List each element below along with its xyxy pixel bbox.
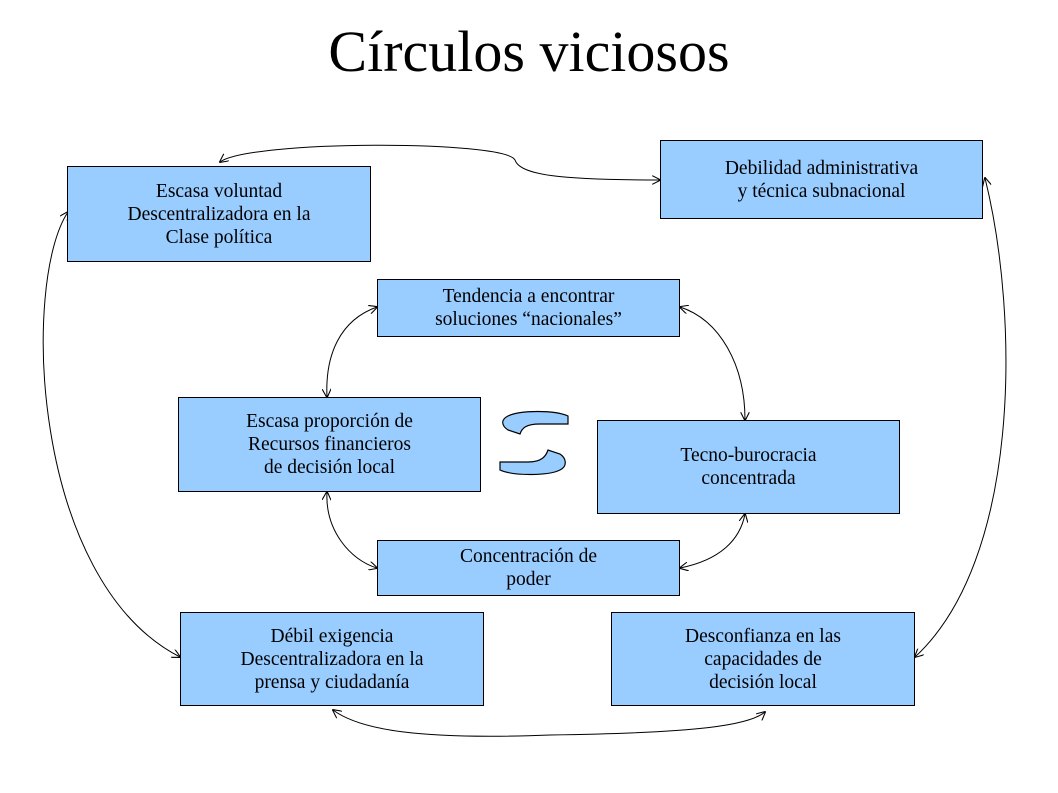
box-line: Recursos financieros [248,434,411,455]
box-line: Desconfianza en las [685,625,841,647]
box-line: poder [506,569,551,590]
box-line: decisión local [709,671,817,693]
box-line: y técnica subnacional [737,180,906,202]
box-line: Descentralizadora en la [240,648,424,670]
box-escasa-proporcion-recursos: Escasa proporción de Recursos financiero… [178,397,481,492]
box-concentracion-poder: Concentración de poder [377,540,680,596]
box-line: Débil exigencia [270,625,394,647]
arrow-left-loop [42,212,180,657]
arrow-debilidad-to-voluntad [220,144,660,180]
arrow-recursos-poder [327,492,377,568]
box-line: soluciones “nacionales” [435,309,622,330]
arrow-tecno-poder [680,514,745,568]
box-line: prensa y ciudadanía [254,671,410,693]
box-tendencia-soluciones: Tendencia a encontrar soluciones “nacion… [377,279,680,337]
box-debilidad-administrativa: Debilidad administrativa y técnica subna… [660,140,983,219]
box-desconfianza: Desconfianza en las capacidades de decis… [611,612,915,706]
arrow-tendencia-tecno [680,307,745,420]
box-line: Concentración de [460,546,597,567]
box-line: concentrada [701,468,796,489]
box-escasa-voluntad: Escasa voluntad Descentralizadora en la … [67,166,371,262]
box-line: Escasa proporción de [246,411,413,432]
box-line: Escasa voluntad [155,180,283,202]
page-title: Círculos viciosos [328,19,730,84]
box-line: capacidades de [704,648,822,670]
box-line: de decisión local [263,457,396,478]
arrow-bottom-loop [333,710,765,737]
box-line: Tendencia a encontrar [442,286,615,307]
box-line: Clase política [165,226,273,248]
box-line: Debilidad administrativa [724,157,919,179]
arrow-right-loop [915,178,1007,657]
box-line: Descentralizadora en la [127,203,311,225]
box-line: Tecno-burocracia [680,445,817,466]
circular-arrows-icon [499,410,569,476]
box-tecno-burocracia: Tecno-burocracia concentrada [597,420,900,514]
arrow-tendencia-recursos [327,307,377,397]
box-debil-exigencia: Débil exigencia Descentralizadora en la … [180,612,484,706]
